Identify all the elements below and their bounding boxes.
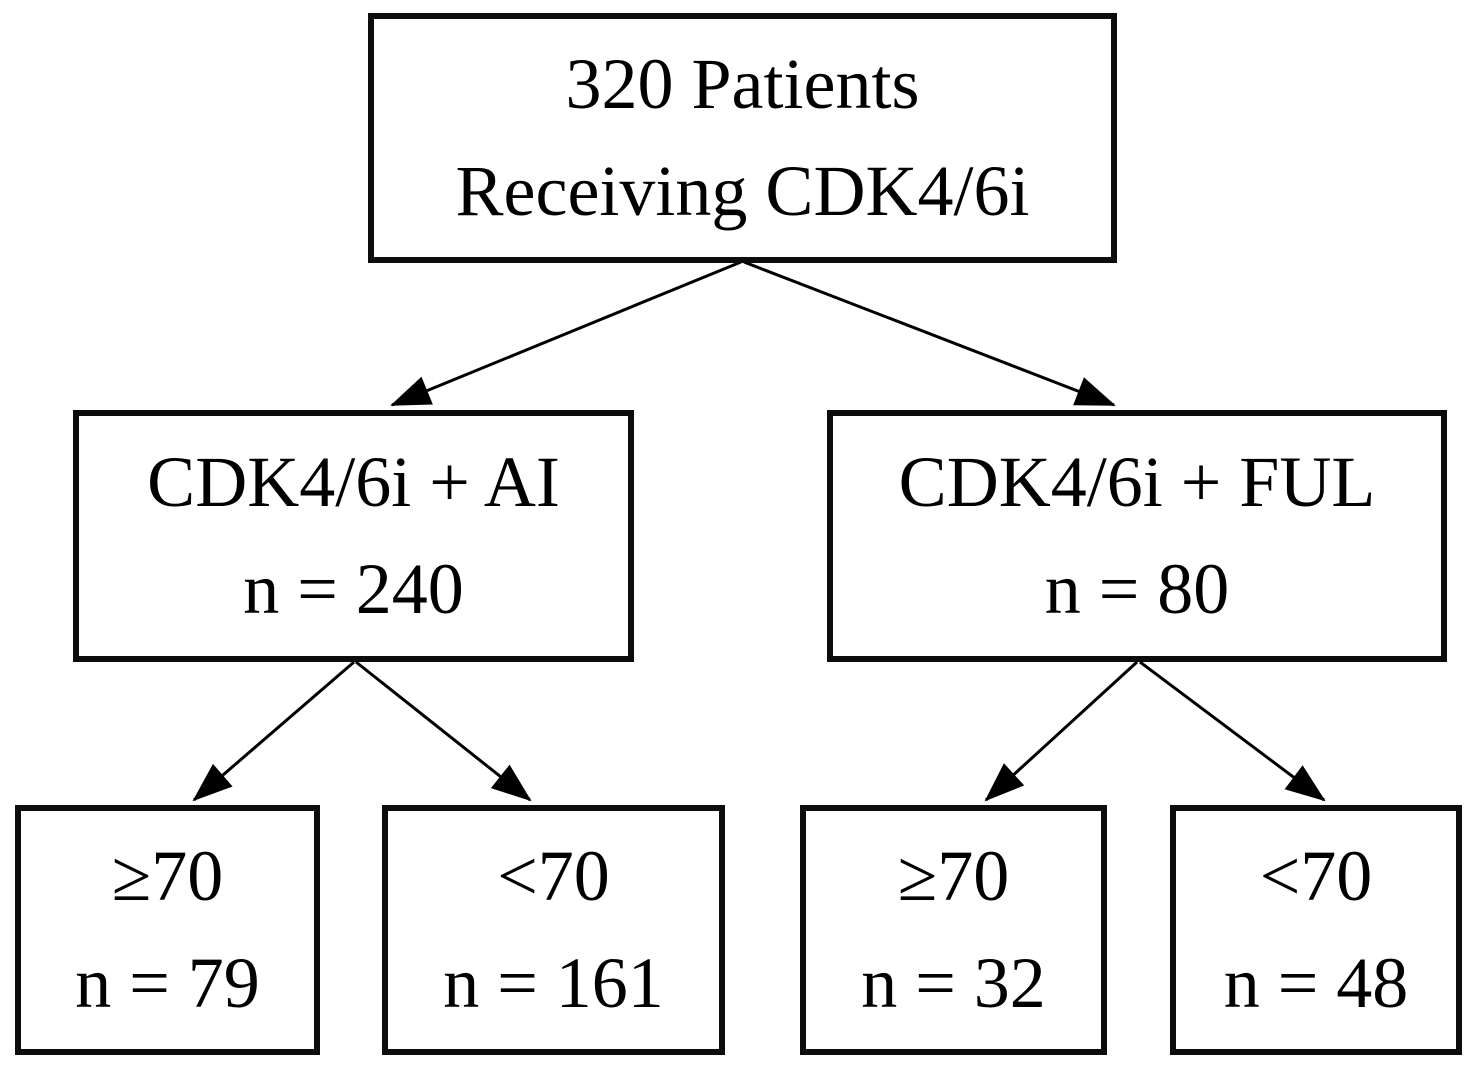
node-ful-age-ge70: ≥70 n = 32	[800, 805, 1107, 1055]
node-ful-age-lt70-label: <70	[1259, 836, 1373, 917]
node-total-patients: 320 Patients Receiving CDK4/6i	[368, 13, 1117, 263]
node-ai-age-lt70: <70 n = 161	[382, 805, 725, 1055]
node-ful-age-ge70-label: ≥70	[897, 836, 1010, 917]
node-ai-age-ge70-count: n = 79	[75, 943, 260, 1023]
edge-ful-to-lt70-arrow	[1139, 660, 1326, 802]
edge-ai-to-lt70-arrow	[355, 660, 532, 802]
node-ful-age-lt70-count: n = 48	[1223, 943, 1409, 1023]
node-ai-age-lt70-label: <70	[497, 836, 610, 917]
node-cdk-ful-label: CDK4/6i + FUL	[898, 442, 1376, 523]
edge-ful-to-ge70-arrow	[984, 660, 1139, 802]
node-cdk-ai-label: CDK4/6i + AI	[147, 442, 560, 523]
node-cdk-ful: CDK4/6i + FUL n = 80	[827, 410, 1447, 662]
node-cdk-ful-count: n = 80	[1044, 549, 1230, 629]
node-ai-age-lt70-count: n = 161	[443, 943, 664, 1023]
edge-root-to-ai-arrow	[390, 260, 742, 407]
edge-ai-to-ge70-arrow	[192, 660, 355, 802]
node-cdk-ai: CDK4/6i + AI n = 240	[73, 410, 634, 662]
node-ai-age-ge70: ≥70 n = 79	[15, 805, 320, 1055]
edge-root-to-ful-arrow	[743, 260, 1116, 407]
node-total-patients-line1: 320 Patients	[565, 44, 920, 125]
node-ai-age-ge70-label: ≥70	[111, 836, 224, 917]
node-total-patients-line2: Receiving CDK4/6i	[455, 151, 1030, 231]
node-ful-age-lt70: <70 n = 48	[1170, 805, 1462, 1055]
node-ful-age-ge70-count: n = 32	[861, 943, 1046, 1023]
node-cdk-ai-count: n = 240	[243, 549, 464, 629]
